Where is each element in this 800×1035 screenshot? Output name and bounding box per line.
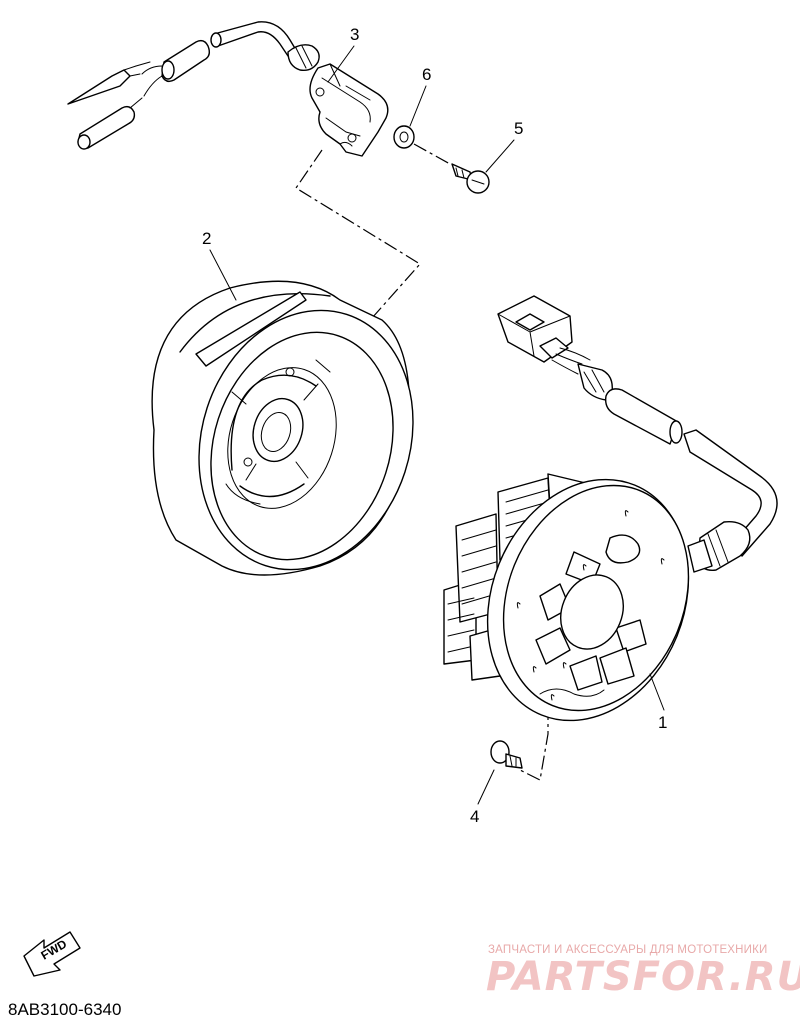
leader-5 (485, 139, 515, 173)
callout-1: 1 (658, 713, 667, 732)
callout-4: 4 (470, 807, 479, 826)
callout-2: 2 (202, 229, 211, 248)
fwd-arrow-icon: FWD (23, 931, 81, 977)
flywheel-rotor (151, 280, 414, 576)
screw-pickup (451, 163, 490, 194)
pickup-coil-lead (67, 21, 320, 150)
pickup-coil (309, 63, 389, 157)
screw-stator (490, 740, 523, 769)
part-code: 8AB3100-6340 (8, 1000, 122, 1019)
stator-assembly (443, 473, 690, 722)
leader-2 (209, 249, 237, 301)
watermark-tagline: ЗАПЧАСТИ И АКСЕССУАРЫ ДЛЯ МОТОТЕХНИКИ (488, 944, 768, 956)
leader-6 (409, 85, 427, 127)
fitting-line-stator (519, 706, 549, 781)
callout-6: 6 (422, 65, 431, 84)
callout-5: 5 (514, 119, 523, 138)
washer (393, 125, 415, 149)
watermark-logo: PARTSFOR.RU (486, 954, 800, 1000)
callout-3: 3 (350, 25, 359, 44)
stator-lead (497, 295, 778, 573)
fitting-line-coil (295, 149, 421, 319)
leader-3 (327, 45, 355, 83)
leader-4 (477, 769, 495, 805)
leader-1 (649, 673, 665, 711)
fitting-line-washer (413, 143, 451, 165)
